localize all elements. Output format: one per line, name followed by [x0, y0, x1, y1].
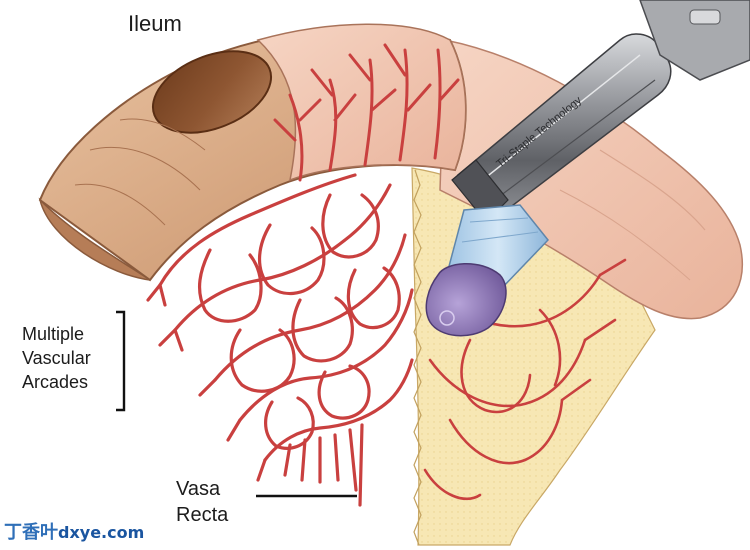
wall-vessels — [273, 43, 460, 182]
watermark-cn: 丁香叶 — [4, 522, 58, 543]
stapler-instrument: Tri-Staple Technology — [425, 0, 750, 337]
mesentery-vessels — [423, 258, 627, 501]
arcades-bracket — [116, 310, 126, 412]
watermark: 丁香叶dxye.com — [4, 518, 144, 544]
vasa-label-line2: Recta — [176, 504, 229, 526]
vascular-arcades-label: Multiple Vascular Arcades — [22, 322, 91, 394]
vasa-label-line1: Vasa — [176, 478, 221, 500]
vascular-arcades — [146, 173, 414, 507]
arcades-label-line2: Vascular — [22, 348, 91, 368]
watermark-domain: dxye.com — [58, 523, 145, 542]
arcades-label-line3: Arcades — [22, 372, 89, 392]
arcades-label-line1: Multiple — [22, 324, 85, 344]
annotation-lines — [116, 310, 357, 498]
ileum-segment — [38, 23, 467, 282]
vasa-recta-label: Vasa Recta — [176, 476, 228, 528]
ileum-label: Ileum — [128, 11, 182, 36]
